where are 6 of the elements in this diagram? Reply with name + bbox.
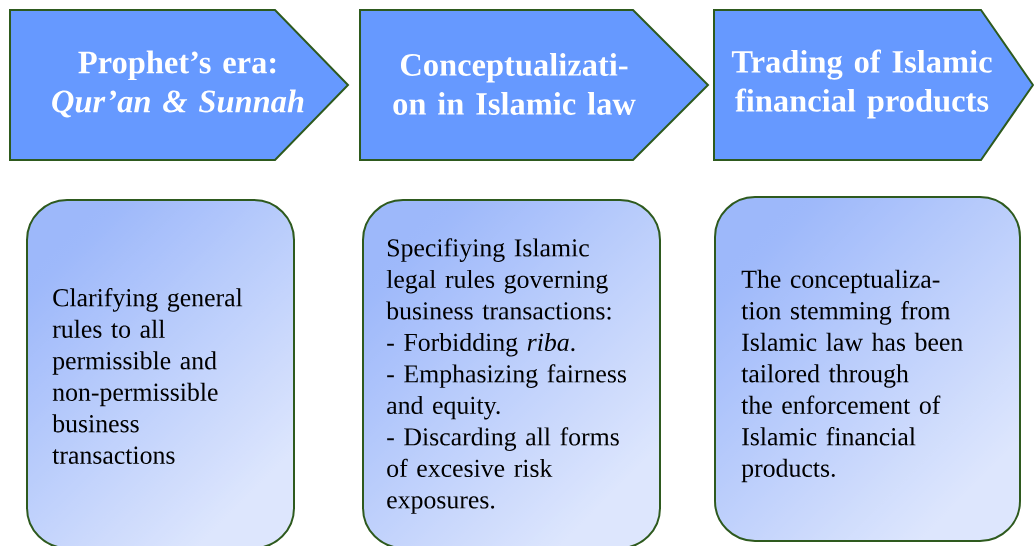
pentagon-banner: Trading of Islamic financial products <box>713 9 1034 161</box>
text-box: Specifiying Islamic legal rules governing business transactions: - Forbidding riba. - Emphasizing fairness and equity. - Discarding all forms of excesive risk exposures. <box>362 199 661 546</box>
pentagon-banner: Prophet’s era: Qur’an & Sunnah <box>9 9 350 161</box>
text-box: The conceptualiza- tion stemming from Islamic law has been tailored through the enforcement of Islamic financial products. <box>714 196 1021 542</box>
pentagon-banner: Conceptualizati- on in Islamic law <box>359 9 710 161</box>
text-box: Clarifying general rules to all permissible and non-permissible business transactions <box>26 199 295 546</box>
